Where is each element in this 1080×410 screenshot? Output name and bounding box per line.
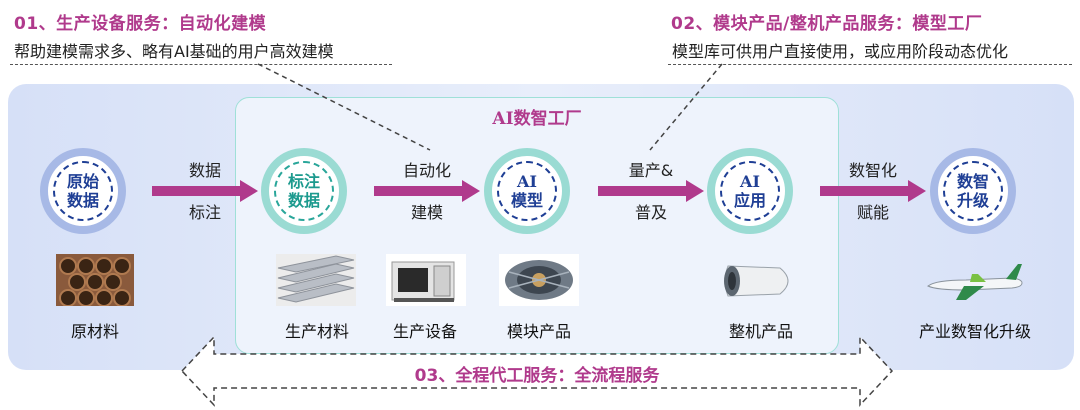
node-digital-upgrade: 数智升级 [930,148,1016,234]
arrow-1-label-bottom: 标注 [188,203,221,222]
raw-material-image [56,254,134,306]
whole-product-image [724,265,789,297]
connector-01 [257,63,431,151]
production-material-image [276,254,356,306]
arrow-4-label-bottom: 赋能 [856,203,889,222]
production-equipment-caption: 生产设备 [392,322,457,341]
module-product-caption: 模块产品 [506,322,571,341]
flow-arrow-4 [820,180,926,202]
connector-02 [649,63,723,151]
flow-arrow-3 [598,180,704,202]
whole-product-caption: 整机产品 [728,322,793,341]
production-equipment-image [386,254,466,306]
industry-upgrade-caption: 产业数智化升级 [918,322,1031,341]
service-03-title: 03、全程代工服务：全流程服务 [414,366,660,386]
production-material-caption: 生产材料 [284,322,349,341]
flow-arrow-1 [152,180,258,202]
service-02-title: 02、模块产品/整机产品服务：模型工厂 [671,14,983,34]
service-01-desc: 帮助建模需求多、略有AI基础的用户高效建模 [14,42,334,61]
node-labeled-data: 标注数据 [261,148,347,234]
flow-arrow-2 [374,180,480,202]
service-01-underline [10,64,392,65]
arrow-1-label-top: 数据 [188,161,221,180]
full-service-double-arrow [180,335,894,407]
module-product-image [499,254,579,306]
service-02-underline [668,64,1072,65]
airplane-image [927,264,1023,300]
arrow-3-label-top: 量产& [628,161,674,180]
arrow-3-label-bottom: 普及 [634,203,667,222]
flow-arrows [152,180,926,202]
ai-factory-title: AI数智工厂 [492,109,582,129]
service-02-desc: 模型库可供用户直接使用，或应用阶段动态优化 [672,42,1009,61]
raw-material-caption: 原材料 [70,322,119,341]
arrow-2-label-top: 自动化 [402,161,451,180]
service-01-title: 01、生产设备服务：自动化建模 [14,14,267,34]
arrow-4-label-top: 数智化 [848,161,897,180]
arrow-2-label-bottom: 建模 [410,203,443,222]
node-raw-data: 原始数据 [40,148,126,234]
